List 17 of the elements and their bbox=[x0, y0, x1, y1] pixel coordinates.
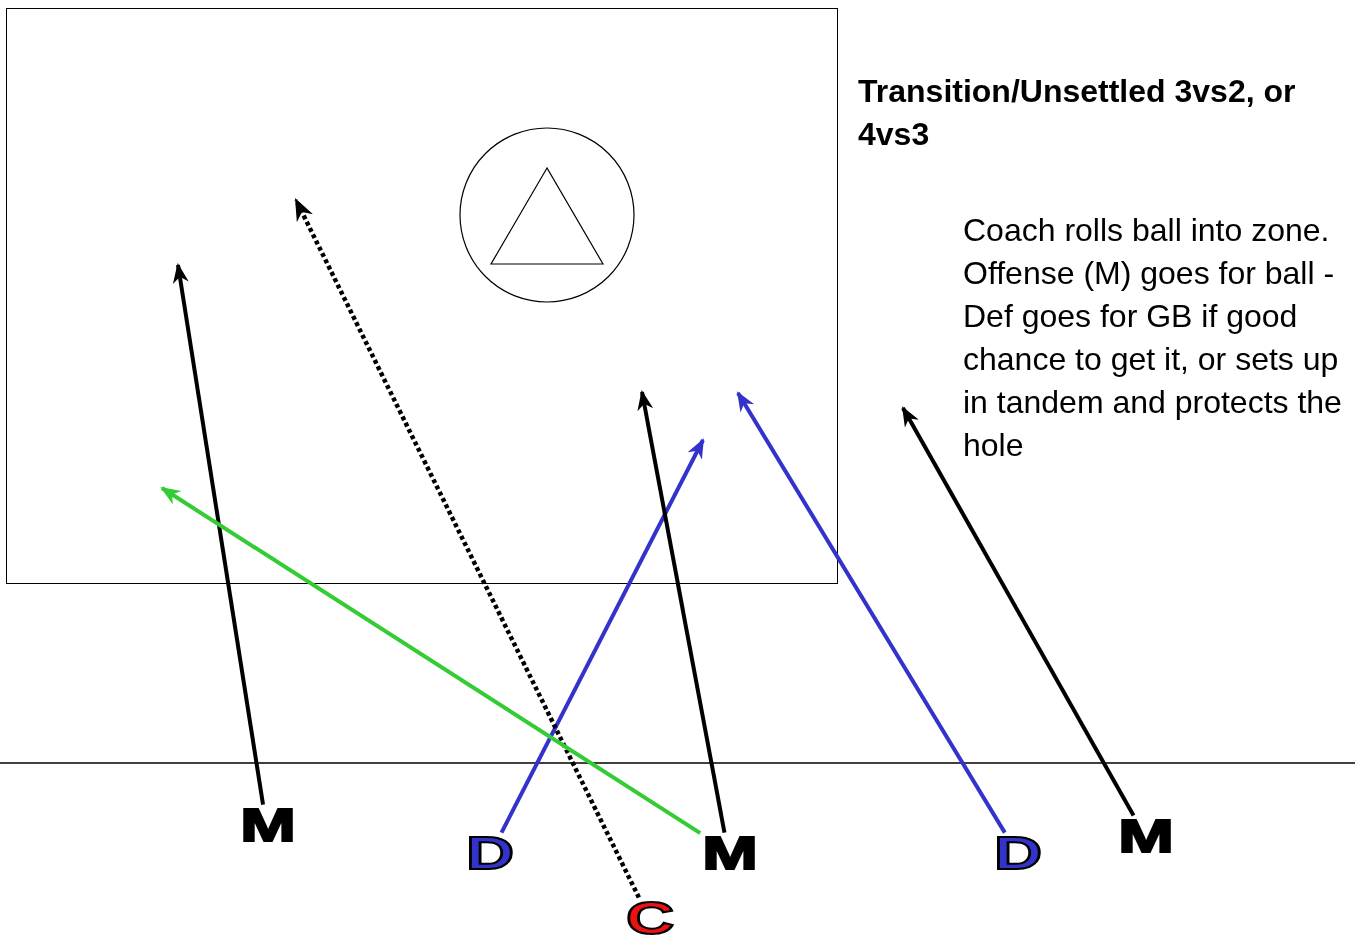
goal-circle bbox=[459, 127, 635, 303]
diagram-title: Transition/Unsettled 3vs2, or 4vs3 bbox=[858, 72, 1297, 154]
arrow bbox=[901, 406, 1136, 817]
player-letter: D bbox=[465, 834, 515, 872]
player-letter: M bbox=[1118, 817, 1174, 855]
arrow bbox=[499, 438, 705, 834]
player-letter: M bbox=[240, 806, 296, 844]
zone-rectangle bbox=[6, 8, 838, 584]
arrow bbox=[637, 390, 727, 833]
arrow bbox=[172, 263, 265, 805]
arrow bbox=[736, 391, 1007, 834]
player-letter: M bbox=[702, 834, 758, 872]
player-letter: C bbox=[625, 899, 675, 936]
arrow bbox=[160, 486, 702, 835]
dotted-arrow bbox=[294, 198, 641, 899]
player-letter: D bbox=[993, 834, 1043, 872]
note-text: Coach rolls ball into zone. Offense (M) goes for ball - Def goes for GB if good chance to get it, or sets up in tandem and protects the hole bbox=[963, 211, 1343, 465]
